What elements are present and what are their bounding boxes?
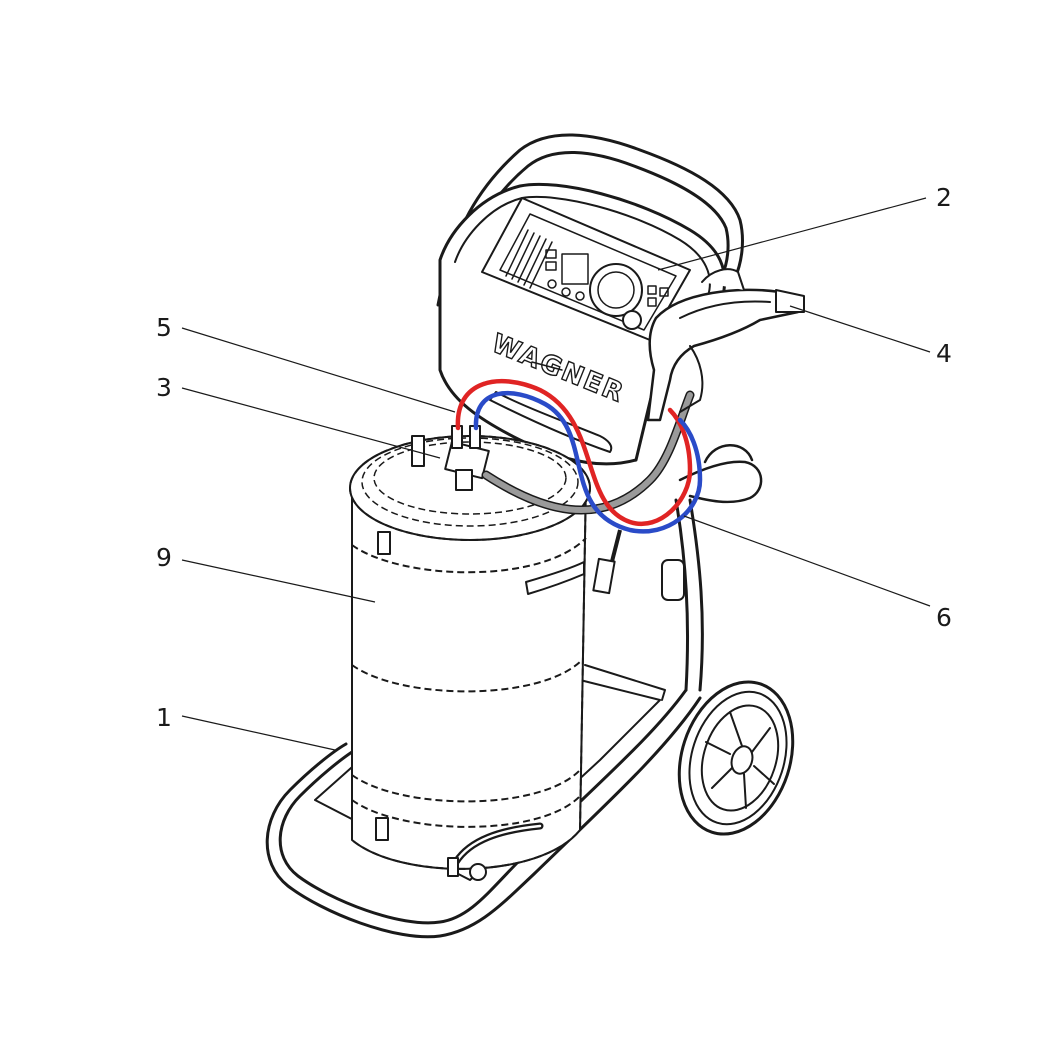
callout-labels: 1 2 3 4 5 6 9 [156,183,952,732]
leader-1 [181,715,336,751]
leader-9 [181,559,376,603]
callout-6: 6 [936,603,952,632]
air-hose-blue [473,390,703,534]
air-hose-red [455,378,693,526]
leader-3 [181,387,441,459]
leader-4 [789,305,931,353]
callout-1: 1 [156,703,172,732]
injector [411,425,490,491]
leader-6 [683,515,931,607]
spray-gun [646,268,805,422]
vent-grille [505,229,553,289]
leader-5 [181,327,456,413]
callout-9: 9 [156,543,172,572]
hoses [447,378,703,881]
panel-buttons [545,249,669,307]
callout-4: 4 [936,339,952,368]
callout-3: 3 [156,373,172,402]
powder-container [349,435,591,870]
callout-2: 2 [936,183,952,212]
wheel [677,680,795,836]
leader-2 [657,197,927,271]
knob [622,310,642,330]
callout-5: 5 [156,313,172,342]
callout-leaders [181,197,931,751]
